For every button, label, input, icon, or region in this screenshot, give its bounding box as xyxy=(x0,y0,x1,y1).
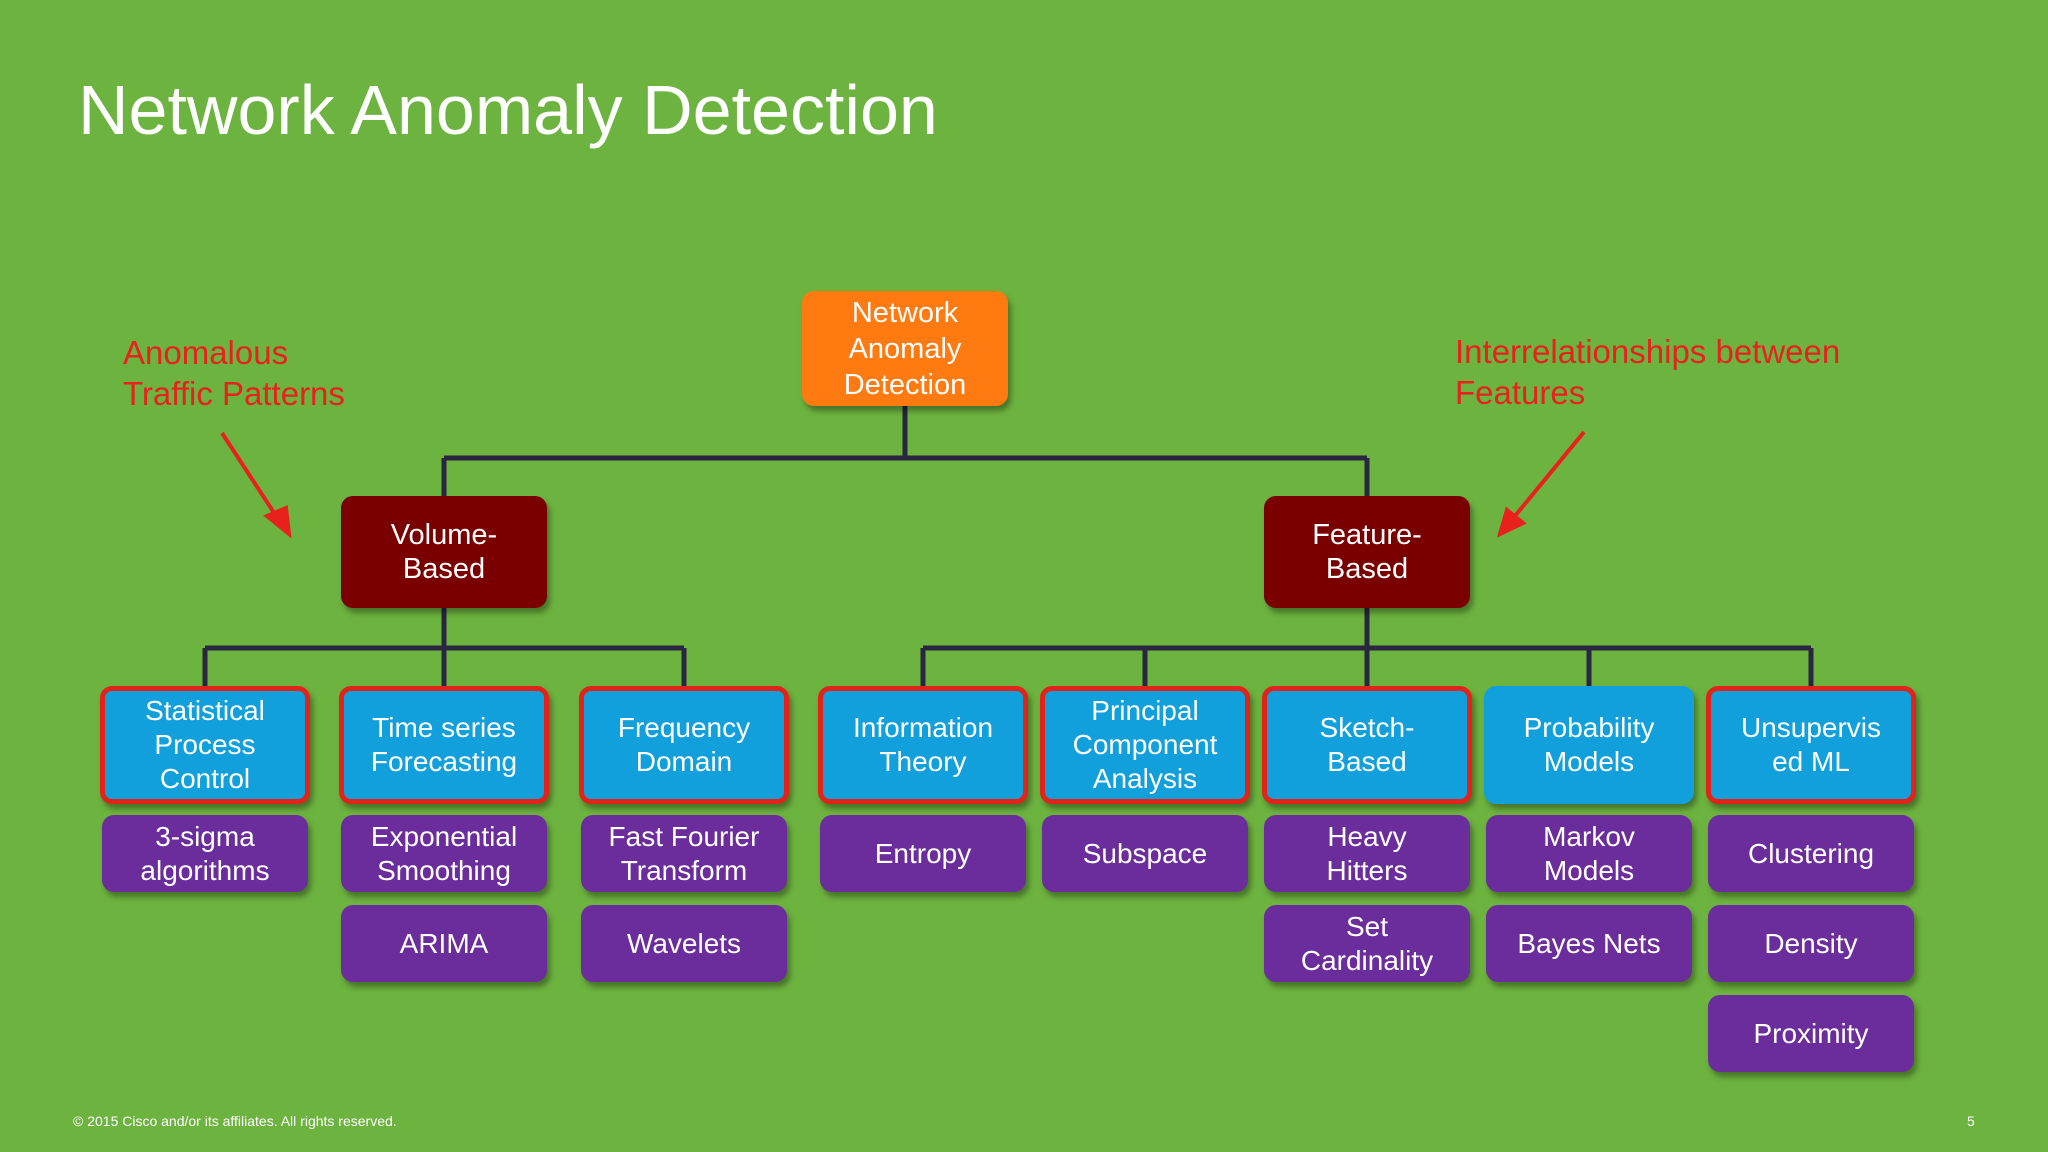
algo-3-sigma: 3-sigma algorithms xyxy=(102,815,308,892)
algo-clustering: Clustering xyxy=(1708,815,1914,892)
note-anomalous-traffic: Anomalous Traffic Patterns xyxy=(123,334,345,412)
arrow-right-line xyxy=(1508,430,1586,524)
algo-subspace: Subspace xyxy=(1042,815,1248,892)
arrow-left-line xyxy=(220,431,282,524)
algo-density: Density xyxy=(1708,905,1914,982)
algo-proximity: Proximity xyxy=(1708,995,1914,1072)
annotation-arrows xyxy=(220,430,1586,539)
method-information-theory: Information Theory xyxy=(818,686,1028,804)
note-interrelationships: Interrelationships between Features xyxy=(1455,333,1841,411)
method-frequency-domain: Frequency Domain xyxy=(579,686,789,804)
copyright-footer: © 2015 Cisco and/or its affiliates. All … xyxy=(73,1113,397,1129)
method-time-series-forecasting: Time series Forecasting xyxy=(339,686,549,804)
arrow-left-head xyxy=(263,505,292,539)
method-sketch-based: Sketch- Based xyxy=(1262,686,1472,804)
algo-heavy-hitters: Heavy Hitters xyxy=(1264,815,1470,892)
algo-arima: ARIMA xyxy=(341,905,547,982)
algo-fast-fourier-transform: Fast Fourier Transform xyxy=(581,815,787,892)
slide-title: Network Anomaly Detection xyxy=(78,71,938,149)
algo-set-cardinality: Set Cardinality xyxy=(1264,905,1470,982)
page-number: 5 xyxy=(1967,1113,1975,1129)
algo-wavelets: Wavelets xyxy=(581,905,787,982)
branch-feature-based: Feature- Based xyxy=(1264,496,1470,608)
algo-bayes-nets: Bayes Nets xyxy=(1486,905,1692,982)
method-probability-models: Probability Models xyxy=(1484,686,1694,804)
algo-markov-models: Markov Models xyxy=(1486,815,1692,892)
algo-exponential-smoothing: Exponential Smoothing xyxy=(341,815,547,892)
branch-volume-based: Volume- Based xyxy=(341,496,547,608)
method-principal-component-analysis: Principal Component Analysis xyxy=(1040,686,1250,804)
root-network-anomaly-detection: Network Anomaly Detection xyxy=(802,291,1008,406)
algo-entropy: Entropy xyxy=(820,815,1026,892)
arrow-right-head xyxy=(1496,506,1527,538)
method-statistical-process-control: Statistical Process Control xyxy=(100,686,310,804)
method-unsupervised-ml: Unsupervis ed ML xyxy=(1706,686,1916,804)
connector-lines xyxy=(202,406,1814,686)
